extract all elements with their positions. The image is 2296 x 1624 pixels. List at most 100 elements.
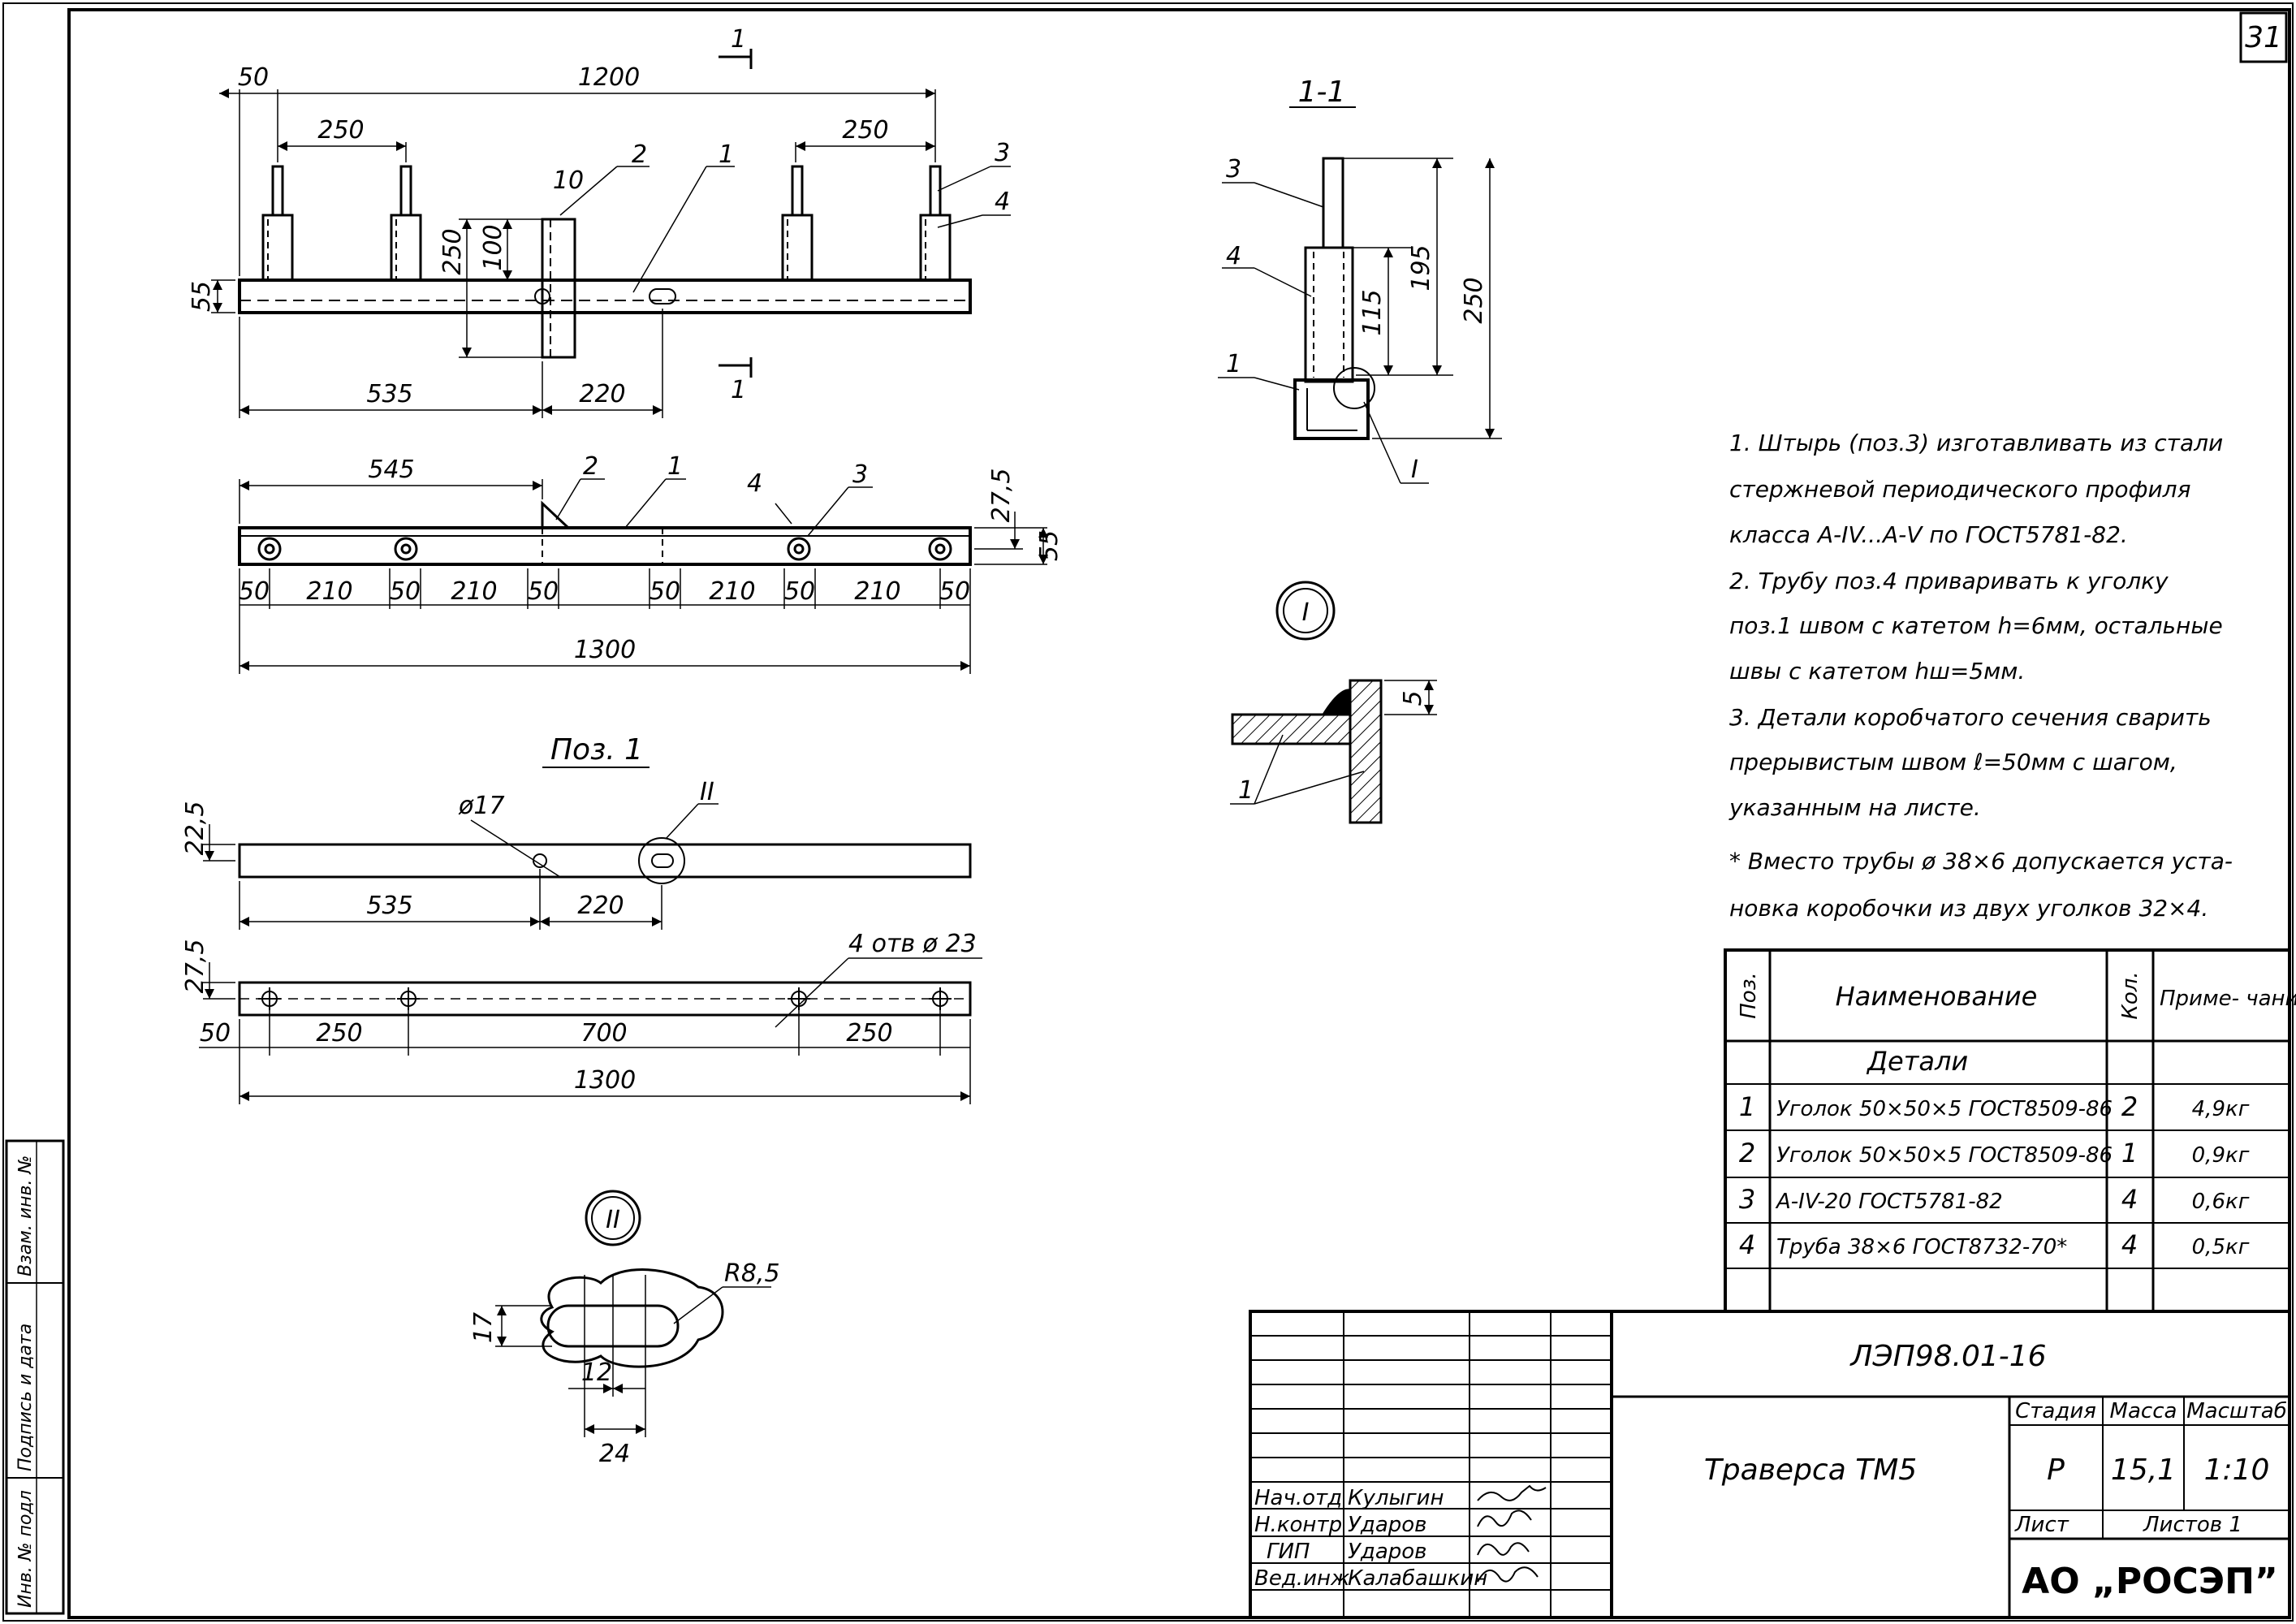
detail2-mark: II	[606, 1206, 620, 1234]
spec-header-qty: Кол.	[2118, 971, 2143, 1019]
dim-1300-plan: 1300	[574, 636, 636, 664]
note-line-6: швы с катетом hш=5мм.	[1729, 658, 2025, 685]
pos1-dim-220: 220	[577, 892, 624, 920]
spec-row1-pos: 1	[1739, 1091, 1755, 1122]
spec-row2-note: 0,9кг	[2192, 1143, 2250, 1168]
pos1-bar	[238, 843, 972, 879]
pin-group-2	[390, 165, 422, 282]
spec-row4-pos: 4	[1739, 1229, 1755, 1260]
note-line-7: 3. Детали коробчатого сечения сварить	[1729, 704, 2212, 731]
detail-1	[1230, 581, 1437, 824]
dim-535: 535	[366, 380, 412, 408]
signatures	[1477, 1484, 1547, 1583]
dim-100: 100	[479, 224, 507, 270]
name-4: Калабашкин	[1348, 1566, 1487, 1591]
section-callout-4: 4	[1226, 242, 1241, 270]
plan-callout-1: 1	[667, 452, 683, 481]
dim-27-5: 27,5	[987, 469, 1016, 523]
side-stamp-vzam: Взам. инв. №	[15, 1155, 36, 1276]
spec-row1-qty: 2	[2121, 1091, 2138, 1122]
seg-7: 210	[709, 577, 755, 606]
spec-row3-note: 0,6кг	[2192, 1190, 2250, 1214]
detail-2	[495, 1190, 771, 1437]
detail2-dim-17: 17	[469, 1312, 498, 1343]
dim-1200: 1200	[578, 63, 640, 92]
name-1: Кулыгин	[1348, 1486, 1444, 1510]
pos1-plan-dim-250a: 250	[316, 1019, 362, 1047]
name-3: Ударов	[1348, 1540, 1427, 1564]
spec-row3-name: А-IV-20 ГОСТ5781-82	[1775, 1190, 2003, 1214]
pin-group-1	[261, 165, 294, 282]
note-line-3: класса А-IV...А-V по ГОСТ5781-82.	[1729, 521, 2128, 548]
note-line-8: прерывистым швом ℓ=50мм с шагом,	[1729, 749, 2177, 775]
seg-3: 50	[390, 577, 421, 606]
dim-250-right: 250	[842, 116, 888, 145]
pos1-dim-535: 535	[366, 892, 412, 920]
seg-2: 210	[306, 577, 352, 606]
front-view	[211, 49, 1011, 418]
section-1-1	[1218, 106, 1502, 484]
dim-22-5: 22,5	[181, 801, 209, 856]
section-pin	[1322, 157, 1344, 249]
section-callout-1: 1	[1226, 350, 1241, 378]
drawing-title: Траверса ТМ5	[1704, 1453, 1917, 1487]
spec-header-name: Наименование	[1836, 981, 2038, 1012]
pin-group-3	[781, 165, 814, 282]
section-dim-250: 250	[1460, 277, 1488, 323]
spec-table: Поз. Наименование Кол. Приме- чание Дета…	[1724, 948, 2296, 1313]
role-2: Н.контр	[1254, 1513, 1342, 1537]
plan-view-labels: 545 27,5 55 50 210 50 210 50 50 210 50 2…	[239, 452, 1064, 664]
detail-2-labels: II 17 R8,5 12 24	[469, 1206, 780, 1468]
spec-row2-qty: 1	[2121, 1138, 2138, 1168]
front-view-labels: 50 1200 250 250 10 250 100 55 535 220 1 …	[188, 25, 1010, 408]
section-angles	[1293, 378, 1370, 440]
stage-value: Р	[2047, 1453, 2065, 1487]
note-line-10: * Вместо трубы ø 38×6 допускается уста-	[1729, 848, 2233, 875]
callout-1: 1	[719, 140, 734, 169]
section-mark-top: 1	[731, 25, 746, 54]
side-stamp-inv-podl: Инв. № подл	[15, 1490, 36, 1608]
section-dim-115: 115	[1358, 289, 1387, 335]
spec-row3-qty: 4	[2121, 1184, 2138, 1215]
plan-beam	[238, 526, 972, 566]
pos1-plan-dim-1300: 1300	[574, 1066, 636, 1095]
dim-220: 220	[579, 380, 625, 408]
detail2-dim-12: 12	[581, 1358, 612, 1387]
dim-27-5-pos1: 27,5	[181, 939, 209, 994]
spec-row2-name: Уголок 50×50×5 ГОСТ8509-86	[1776, 1143, 2113, 1168]
pos1-plan	[199, 957, 982, 1104]
holes-23-label: 4 отв ø 23	[848, 930, 977, 958]
seg-10: 50	[939, 577, 970, 606]
title-block: ЛЭП98.01-16 Траверса ТМ5 Стадия Масса Ма…	[1249, 1310, 2291, 1619]
section-callout-3: 3	[1226, 155, 1241, 184]
detail1-callout: 1	[1238, 776, 1254, 805]
detail1-vertical-angle	[1349, 679, 1383, 824]
dim-250-vertical: 250	[438, 228, 467, 274]
pos1-plan-dim-250b: 250	[846, 1019, 892, 1047]
dim-10: 10	[553, 166, 584, 195]
seg-9: 210	[854, 577, 900, 606]
detail1-dim-5: 5	[1399, 690, 1427, 706]
note-line-2: стержневой периодического профиля	[1729, 476, 2190, 503]
scale-value: 1:10	[2204, 1453, 2270, 1487]
note-line-4: 2. Трубу поз.4 приваривать к уголку	[1729, 568, 2169, 594]
pos1-plan-dim-50: 50	[200, 1019, 231, 1047]
callout-2: 2	[632, 140, 647, 169]
spec-row1-note: 4,9кг	[2192, 1097, 2250, 1121]
beam-angle	[238, 279, 972, 314]
plan-view	[238, 478, 1048, 674]
detail2-dim-24: 24	[599, 1440, 630, 1468]
dim-55-plan: 55	[1035, 530, 1064, 561]
section-mark-bottom: 1	[731, 376, 746, 404]
scale-label: Масштаб	[2186, 1399, 2287, 1423]
stage-label: Стадия	[2015, 1399, 2096, 1423]
pin-group-4	[919, 165, 952, 282]
spec-row1-name: Уголок 50×50×5 ГОСТ8509-86	[1776, 1097, 2113, 1121]
seg-6: 50	[650, 577, 680, 606]
note-line-9: указанным на листе.	[1728, 794, 1981, 821]
pos1-title: Поз. 1	[550, 733, 643, 767]
seg-1: 50	[239, 577, 270, 606]
callout-4: 4	[995, 188, 1010, 216]
name-2: Ударов	[1348, 1513, 1427, 1537]
detail1-horizontal-angle	[1231, 713, 1352, 745]
